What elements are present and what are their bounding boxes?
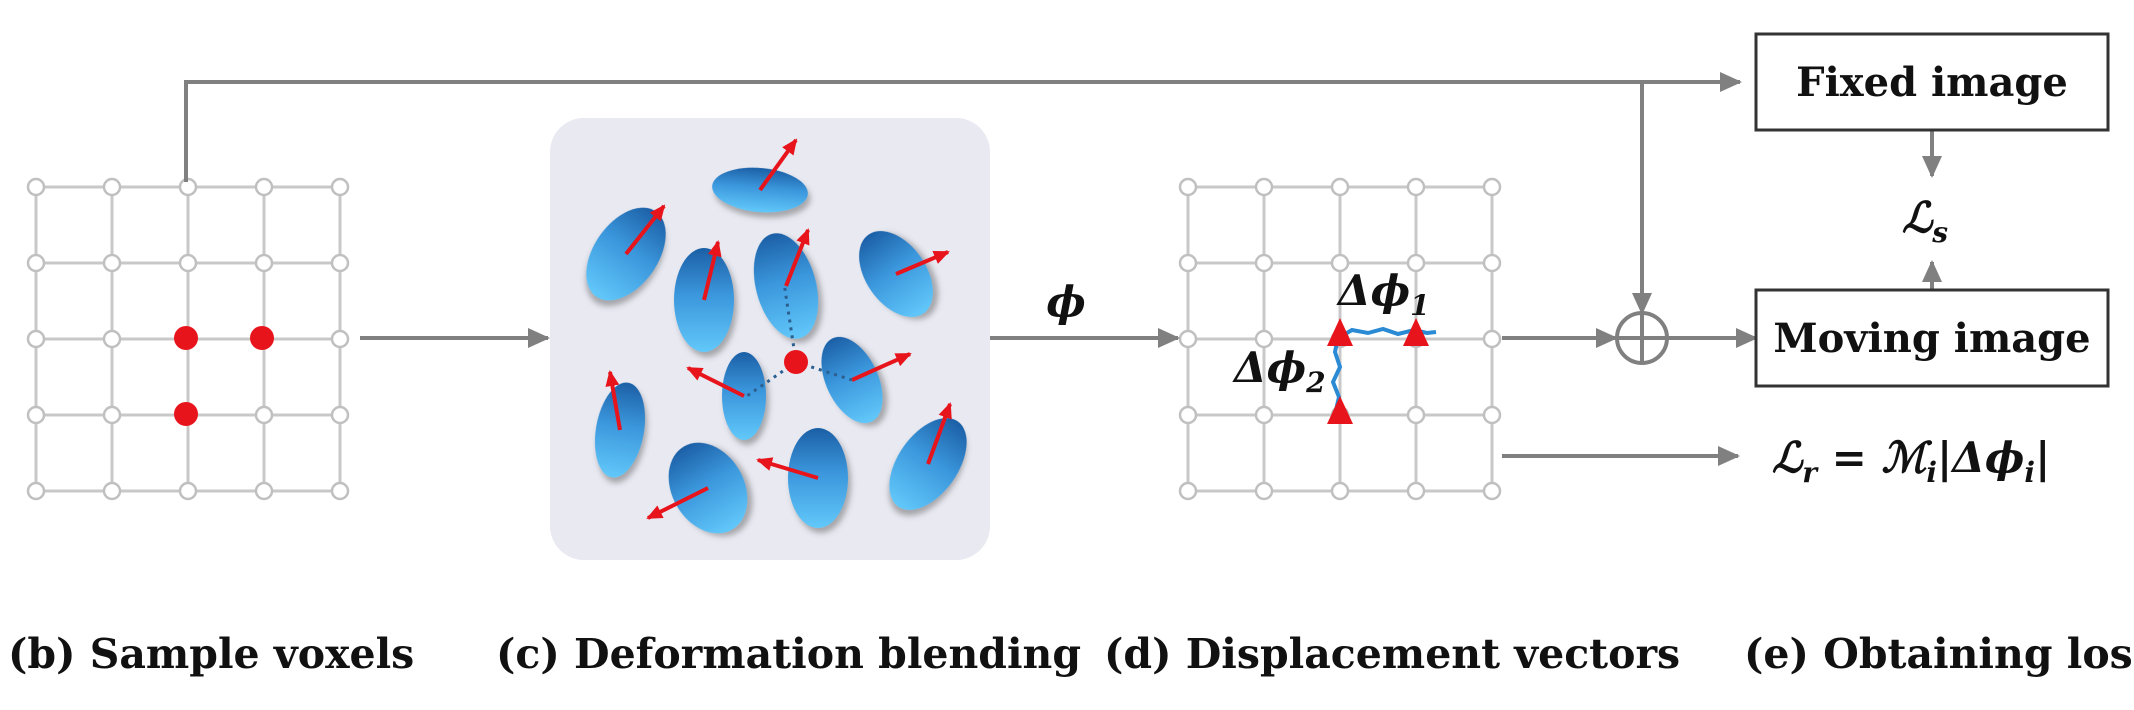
grid-node [254, 481, 274, 501]
grid-node [102, 329, 122, 349]
moving-image-box: Moving image [1754, 288, 2110, 388]
grid-node [330, 253, 350, 273]
grid-node [1330, 481, 1350, 501]
grid-node [1482, 405, 1502, 425]
grid-node [1330, 253, 1350, 273]
caption-b: (b) Sample voxels [8, 630, 414, 678]
red-triangle-marker [1327, 396, 1353, 424]
grid-node [1254, 405, 1274, 425]
grid-node [254, 405, 274, 425]
deformation-blending-panel [550, 118, 990, 560]
fixed-image-box: Fixed image [1754, 32, 2110, 132]
blend-connections [743, 282, 853, 400]
displacement-arrow [702, 240, 722, 301]
caption-d: (d) Displacement vectors [1104, 630, 1680, 678]
grid-node [1330, 177, 1350, 197]
grid-node [178, 481, 198, 501]
sampled-voxel [174, 402, 198, 426]
grid-node [1254, 481, 1274, 501]
arrow-to-fixed-image [184, 72, 1742, 182]
loss-r-formula: ℒr = ℳi|Δϕi| [1772, 433, 2050, 489]
displacement-arrow [926, 402, 952, 465]
sampled-voxel [250, 326, 274, 350]
displacement-arrow [758, 138, 798, 192]
grid-node [26, 329, 46, 349]
grid-node [254, 177, 274, 197]
grid-node [1178, 177, 1198, 197]
grid-node [26, 405, 46, 425]
query-point [784, 350, 808, 374]
gaussian-ellipses [586, 138, 967, 534]
displacement-arrow [851, 352, 912, 382]
sampled-voxel [174, 326, 198, 350]
delta-phi-1-label: Δϕ1 [1336, 266, 1430, 322]
grid-node [330, 405, 350, 425]
displacement-arrow [756, 457, 819, 480]
displacement-arrow [686, 366, 745, 398]
grid-node [102, 481, 122, 501]
delta-phi-2-label: Δϕ2 [1232, 343, 1326, 399]
grid-node [102, 253, 122, 273]
grid-node [1406, 481, 1426, 501]
red-triangle-marker [1327, 318, 1353, 346]
grid-node [102, 177, 122, 197]
grid-node [1482, 329, 1502, 349]
grid-node [178, 253, 198, 273]
grid-node [330, 177, 350, 197]
delta-path-horizontal [1338, 326, 1437, 339]
grid-node [1406, 405, 1426, 425]
displacement-arrow [605, 370, 622, 431]
grid-node [26, 481, 46, 501]
fixed-image-label: Fixed image [1796, 59, 2068, 106]
grid-node [1482, 253, 1502, 273]
sample-voxels-grid [26, 177, 350, 501]
grid-node [1178, 329, 1198, 349]
grid-node [26, 177, 46, 197]
phi-label: ϕ [1046, 277, 1086, 326]
displacement-arrow [895, 250, 950, 276]
grid-node [1178, 481, 1198, 501]
grid-node [1254, 177, 1274, 197]
displacement-arrow [784, 228, 810, 287]
grid-node [1406, 177, 1426, 197]
delta-path-vertical [1330, 336, 1343, 411]
grid-node [1482, 481, 1502, 501]
grid-node [1178, 253, 1198, 273]
flow-arrows [184, 72, 1942, 466]
grid-node [26, 253, 46, 273]
red-triangle-marker [1403, 318, 1429, 346]
grid-node [1406, 253, 1426, 273]
grid-node [1254, 329, 1274, 349]
caption-c: (c) Deformation blending [496, 630, 1081, 678]
grid-node [1482, 177, 1502, 197]
displacement-path [1327, 318, 1437, 424]
grid-node [1254, 253, 1274, 273]
caption-e: (e) Obtaining loss [1744, 630, 2134, 678]
loss-s-label: ℒs [1902, 193, 1948, 249]
grid-node [330, 481, 350, 501]
blend-line [782, 282, 798, 363]
displacement-arrow [624, 204, 666, 256]
grid-node [1178, 405, 1198, 425]
grid-node [102, 405, 122, 425]
grid-node [254, 253, 274, 273]
oplus-icon [1615, 311, 1669, 365]
displacement-arrow [646, 486, 709, 520]
grid-node [330, 329, 350, 349]
moving-image-label: Moving image [1773, 315, 2090, 362]
